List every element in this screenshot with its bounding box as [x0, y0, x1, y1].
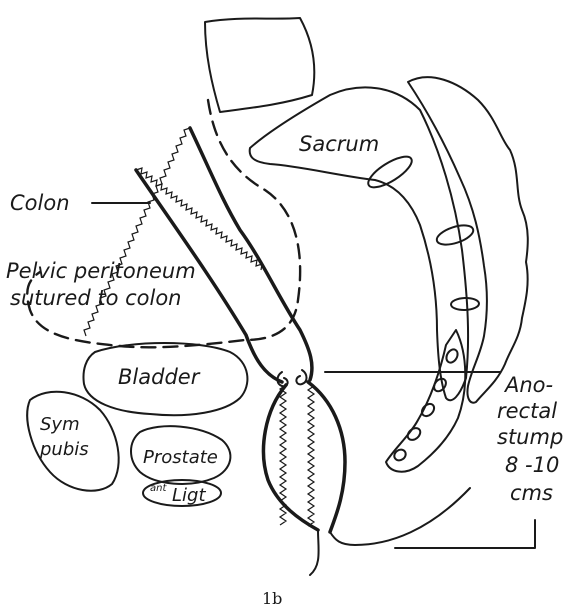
sacral-foramen-3 — [451, 298, 479, 311]
colon-serration — [136, 168, 262, 270]
label-anorectal-1: Ano- — [503, 373, 553, 397]
rectal-stump-right-serration — [308, 382, 314, 526]
label-anorectal-3: stump — [497, 425, 563, 449]
label-prostate: Prostate — [143, 447, 218, 468]
colon-outer-wall — [190, 128, 312, 380]
label-ligament-superscript: ant — [150, 483, 167, 494]
label-anorectal-4: 8 -10 — [505, 453, 559, 477]
coccyx-seg-4 — [405, 426, 422, 443]
label-colon: Colon — [10, 191, 70, 215]
label-pelvic-peritoneum: Pelvic peritoneum — [6, 259, 196, 283]
label-sutured-to-colon: sutured to colon — [10, 286, 182, 310]
label-ligament: Ligt — [172, 485, 206, 506]
figure-caption: 1b — [262, 589, 282, 608]
peritoneum-dashed-line — [27, 100, 300, 347]
label-sacrum: Sacrum — [299, 132, 379, 156]
label-sym: Sym — [40, 414, 80, 435]
anorectal-bracket — [395, 520, 535, 548]
coccyx-seg-1 — [444, 347, 460, 364]
coccyx-seg-2 — [432, 376, 449, 393]
label-pubis: pubis — [39, 439, 89, 460]
label-anorectal-2: rectal — [497, 399, 557, 423]
anastomosis-tie-right — [296, 370, 306, 384]
sacral-foramen-2 — [434, 222, 475, 249]
label-bladder: Bladder — [118, 365, 201, 389]
anal-skin-line — [310, 488, 470, 575]
coccyx-seg-3 — [420, 402, 437, 419]
sacral-block — [205, 18, 314, 112]
label-anorectal-5: cms — [510, 481, 553, 505]
